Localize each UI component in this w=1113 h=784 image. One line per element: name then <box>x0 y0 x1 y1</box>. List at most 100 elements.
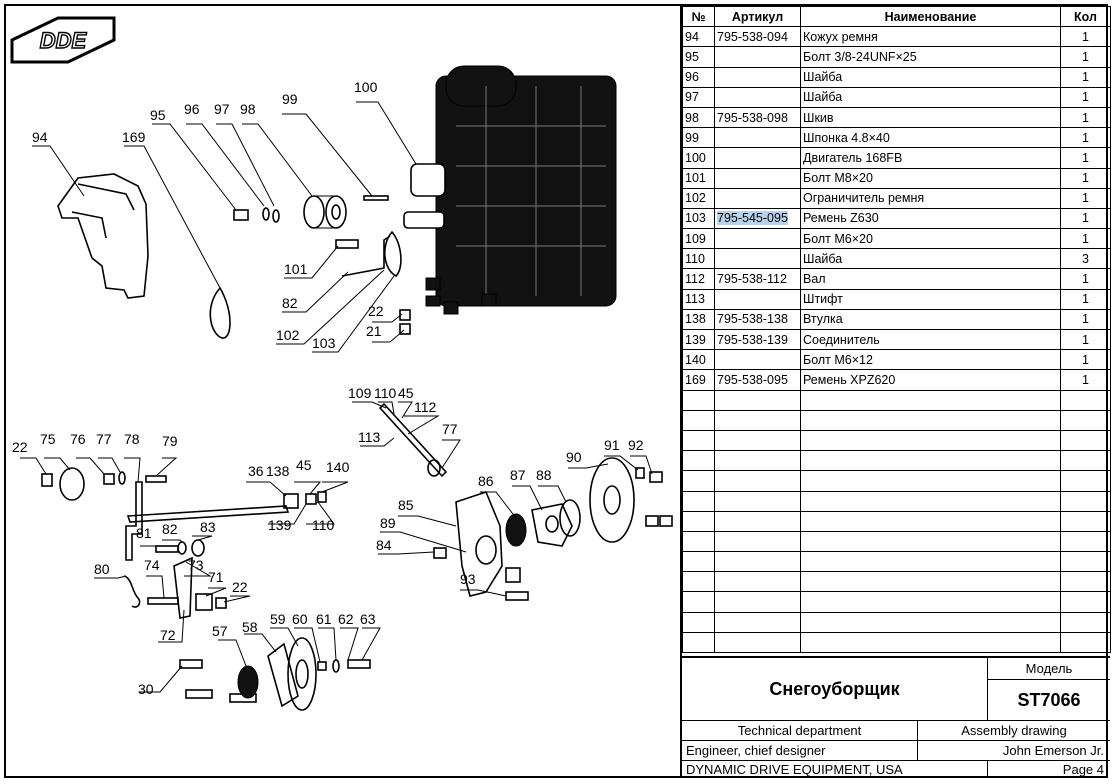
cell-num: 169 <box>682 369 715 391</box>
empty-cell <box>1060 571 1111 593</box>
empty-table-row <box>682 470 1111 492</box>
page-number: Page 4 <box>988 760 1110 778</box>
bottom-right-callouts: 109 110 45 112 113 77 86 87 88 90 91 92 … <box>348 385 644 587</box>
impeller-assembly-part <box>378 402 673 601</box>
empty-cell <box>1060 490 1111 512</box>
empty-cell <box>800 389 1061 411</box>
callout-60: 60 <box>292 611 308 627</box>
cell-article <box>714 147 801 169</box>
callout-84: 84 <box>376 537 392 553</box>
cell-name: Ремень XPZ620 <box>800 369 1061 391</box>
cell-article: 795-538-138 <box>714 308 801 331</box>
callout-100: 100 <box>354 79 378 95</box>
cell-qty: 1 <box>1060 288 1111 310</box>
empty-table-row <box>682 591 1111 613</box>
cell-qty: 1 <box>1060 228 1111 250</box>
cell-article <box>714 167 801 189</box>
top-callouts: 94 169 95 96 97 98 99 100 101 82 102 103… <box>32 79 384 351</box>
cell-name: Болт М8×20 <box>800 167 1061 189</box>
callout-57: 57 <box>212 623 228 639</box>
callout-81: 81 <box>136 525 152 541</box>
cell-num: 99 <box>682 127 715 149</box>
cell-article: 795-538-095 <box>714 369 801 391</box>
empty-cell <box>714 470 801 492</box>
cell-name: Шкив <box>800 106 1061 129</box>
empty-table-row <box>682 611 1111 633</box>
cell-name: Шпонка 4.8×40 <box>800 127 1061 149</box>
empty-cell <box>800 571 1061 593</box>
selected-article-text[interactable]: 795-545-095 <box>717 211 788 226</box>
empty-cell <box>1060 510 1111 532</box>
callout-139: 139 <box>268 517 292 533</box>
empty-cell <box>714 490 801 512</box>
empty-cell <box>800 490 1061 512</box>
empty-table-row <box>682 551 1111 573</box>
callout-73: 73 <box>188 557 204 573</box>
cell-article <box>714 127 801 149</box>
empty-cell <box>714 409 801 431</box>
cell-num: 98 <box>682 106 715 129</box>
callout-82-bottom: 82 <box>162 521 178 537</box>
cell-name: Ограничитель ремня <box>800 187 1061 209</box>
header-article: Артикул <box>714 5 801 28</box>
cell-qty: 1 <box>1060 127 1111 149</box>
department: Technical department <box>682 720 918 740</box>
cell-num: 94 <box>682 26 715 48</box>
bottom-left-callouts: 22 75 76 77 78 79 36 138 45 140 139 110 … <box>12 431 376 697</box>
empty-cell <box>682 470 715 492</box>
cell-article: 795-538-139 <box>714 328 801 351</box>
callout-22-top: 22 <box>368 303 384 319</box>
cell-qty: 1 <box>1060 308 1111 331</box>
exploded-drawing: DDE <box>10 16 673 711</box>
empty-cell <box>800 591 1061 613</box>
header-name: Наименование <box>800 5 1061 28</box>
empty-cell <box>1060 631 1111 654</box>
cell-name: Шайба <box>800 66 1061 88</box>
empty-table-row <box>682 490 1111 512</box>
cell-article-selected[interactable]: 795-545-095 <box>714 207 801 230</box>
empty-cell <box>800 470 1061 492</box>
empty-rows <box>682 389 1111 654</box>
cell-article: 795-538-094 <box>714 26 801 48</box>
cell-qty: 1 <box>1060 26 1111 48</box>
cell-num: 97 <box>682 86 715 108</box>
callout-36: 36 <box>248 463 264 479</box>
cell-name: Втулка <box>800 308 1061 331</box>
callout-90: 90 <box>566 449 582 465</box>
empty-cell <box>1060 429 1111 452</box>
cell-num: 96 <box>682 66 715 88</box>
empty-cell <box>1060 450 1111 472</box>
title-block: Снегоуборщик Модель ST7066 Technical dep… <box>682 656 1110 778</box>
engine-100-part <box>403 65 617 315</box>
company-name: DYNAMIC DRIVE EQUIPMENT, USA <box>682 760 988 778</box>
empty-cell <box>682 490 715 512</box>
pulley-98-part <box>303 195 347 229</box>
empty-cell <box>1060 389 1111 411</box>
empty-cell <box>800 450 1061 472</box>
callout-91: 91 <box>604 437 620 453</box>
empty-cell <box>800 611 1061 633</box>
product-name: Снегоуборщик <box>682 658 988 720</box>
callout-80: 80 <box>94 561 110 577</box>
cell-qty: 1 <box>1060 106 1111 129</box>
empty-cell <box>714 450 801 472</box>
callout-63: 63 <box>360 611 376 627</box>
callout-138: 138 <box>266 463 290 479</box>
top-leaders <box>32 101 417 353</box>
belt-169-part <box>209 286 231 339</box>
cell-num: 113 <box>682 288 715 310</box>
cell-name: Штифт <box>800 288 1061 310</box>
empty-cell <box>682 611 715 633</box>
cell-num: 140 <box>682 349 715 371</box>
cell-article <box>714 248 801 270</box>
